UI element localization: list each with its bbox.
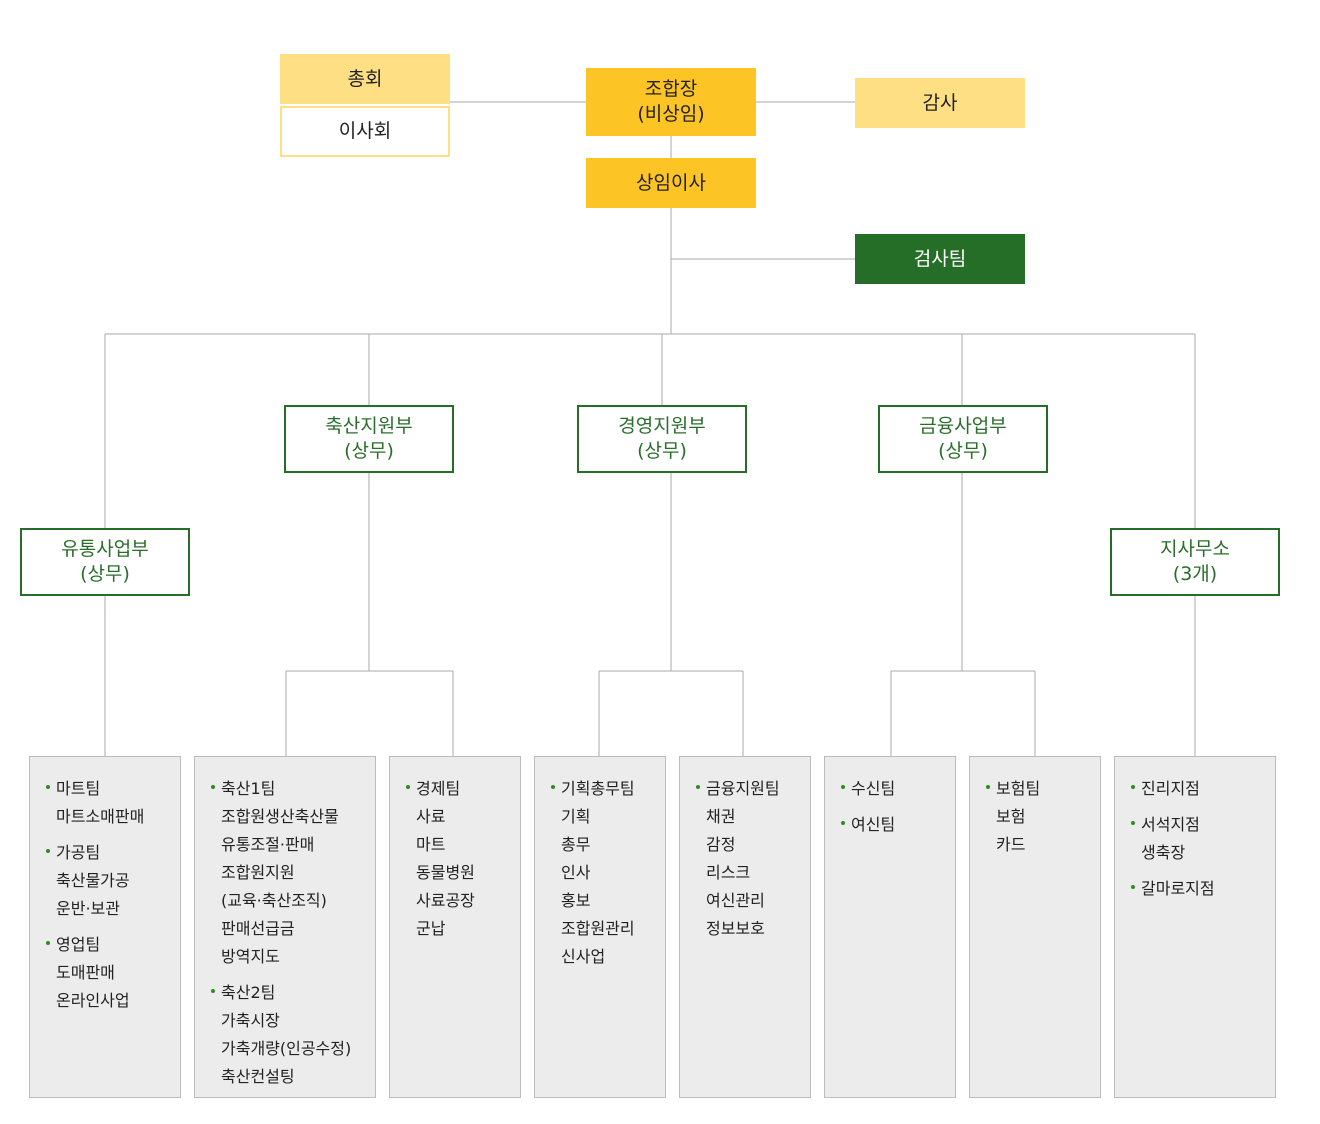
team-duty: 신사업	[561, 947, 606, 966]
standing-director-box: 상임이사	[586, 158, 756, 208]
dept-distribution: 유통사업부 (상무)	[20, 528, 190, 596]
team-name: 기획총무팀	[561, 779, 635, 798]
team-duty: 운반·보관	[56, 899, 120, 918]
team-duty: 사료공장	[416, 891, 475, 910]
team-duty: 리스크	[706, 863, 751, 882]
general-assembly-box: 총회	[280, 54, 450, 104]
inspection-team-box: 검사팀	[855, 234, 1025, 284]
chairman-title: 조합장	[644, 78, 698, 101]
team-name: 경제팀	[416, 779, 461, 798]
team-name: 가공팀	[56, 843, 101, 862]
team-duty: 온라인사업	[56, 991, 130, 1010]
team-group: 갈마로지점	[1131, 875, 1275, 903]
team-duty: 동물병원	[416, 863, 475, 882]
audit-box: 감사	[855, 78, 1025, 128]
dept-management-support-title: 경영지원부	[618, 415, 706, 438]
audit-label: 감사	[922, 91, 958, 114]
team-name: 영업팀	[56, 935, 101, 954]
dept-branches: 지사무소 (3개)	[1110, 528, 1280, 596]
team-duty: 유통조절·판매	[221, 835, 315, 854]
board-box: 이사회	[280, 106, 450, 157]
board-label: 이사회	[338, 120, 392, 143]
team-name: 축산1팀	[221, 779, 276, 798]
dept-branches-title: 지사무소	[1160, 538, 1230, 561]
team-duty: 마트소매판매	[56, 807, 145, 826]
team-group: 진리지점	[1131, 775, 1275, 803]
team-duty: 마트	[416, 835, 446, 854]
dept-management-support-note: (상무)	[637, 440, 687, 462]
team-name: 보험팀	[996, 779, 1041, 798]
team-duty: 사료	[416, 807, 446, 826]
team-duty: 도매판매	[56, 963, 115, 982]
chairman-box: 조합장 (비상임)	[586, 68, 756, 136]
team-group: 여신팀	[841, 811, 955, 839]
team-duty: 정보보호	[706, 919, 765, 938]
dept-distribution-note: (상무)	[80, 563, 130, 585]
team-name: 진리지점	[1141, 779, 1200, 798]
general-assembly-label: 총회	[347, 67, 383, 90]
team-name: 금융지원팀	[706, 779, 780, 798]
dept-distribution-title: 유통사업부	[61, 538, 149, 561]
team-duty: 홍보	[561, 891, 591, 910]
team-duty: 가축시장	[221, 1011, 280, 1030]
dept-branches-note: (3개)	[1172, 563, 1218, 585]
team-duty: 조합원생산축산물	[221, 807, 339, 826]
team-name: 축산2팀	[221, 983, 276, 1002]
dept-livestock-support-note: (상무)	[344, 440, 394, 462]
team-name: 마트팀	[56, 779, 101, 798]
team-duty: 총무	[561, 835, 591, 854]
dept-livestock-support-title: 축산지원부	[325, 415, 413, 438]
team-name: 수신팀	[851, 779, 896, 798]
team-name: 여신팀	[851, 815, 896, 834]
team-duty: 기획	[561, 807, 591, 826]
inspection-team-label: 검사팀	[913, 247, 967, 270]
team-duty: 인사	[561, 863, 591, 882]
dept-financial: 금융사업부 (상무)	[878, 405, 1048, 473]
team-name: 서석지점 생축장	[1141, 815, 1200, 862]
team-duty: 여신관리	[706, 891, 765, 910]
chairman-note: (비상임)	[637, 103, 705, 125]
team-duty: 축산컨설팅	[221, 1067, 295, 1086]
team-duty: 축산물가공	[56, 871, 130, 890]
team-group: 수신팀	[841, 775, 955, 803]
dept-financial-note: (상무)	[938, 440, 988, 462]
team-duty: 판매선급금	[221, 919, 295, 938]
team-name: 갈마로지점	[1141, 879, 1215, 898]
dept-livestock-support: 축산지원부 (상무)	[284, 405, 454, 473]
team-duty: 군납	[416, 919, 446, 938]
standing-director-label: 상임이사	[636, 171, 706, 194]
dept-management-support: 경영지원부 (상무)	[577, 405, 747, 473]
team-duty: 카드	[996, 835, 1026, 854]
team-duty: 보험	[996, 807, 1026, 826]
team-duty: 가축개량(인공수정)	[221, 1039, 352, 1058]
team-duty: 조합원지원 (교육·축산조직)	[221, 863, 327, 910]
team-group: 서석지점 생축장	[1131, 811, 1275, 867]
team-duty: 감정	[706, 835, 736, 854]
team-duty: 방역지도	[221, 947, 280, 966]
team-duty: 채권	[706, 807, 736, 826]
dept-financial-title: 금융사업부	[919, 415, 1007, 438]
team-duty: 조합원관리	[561, 919, 635, 938]
